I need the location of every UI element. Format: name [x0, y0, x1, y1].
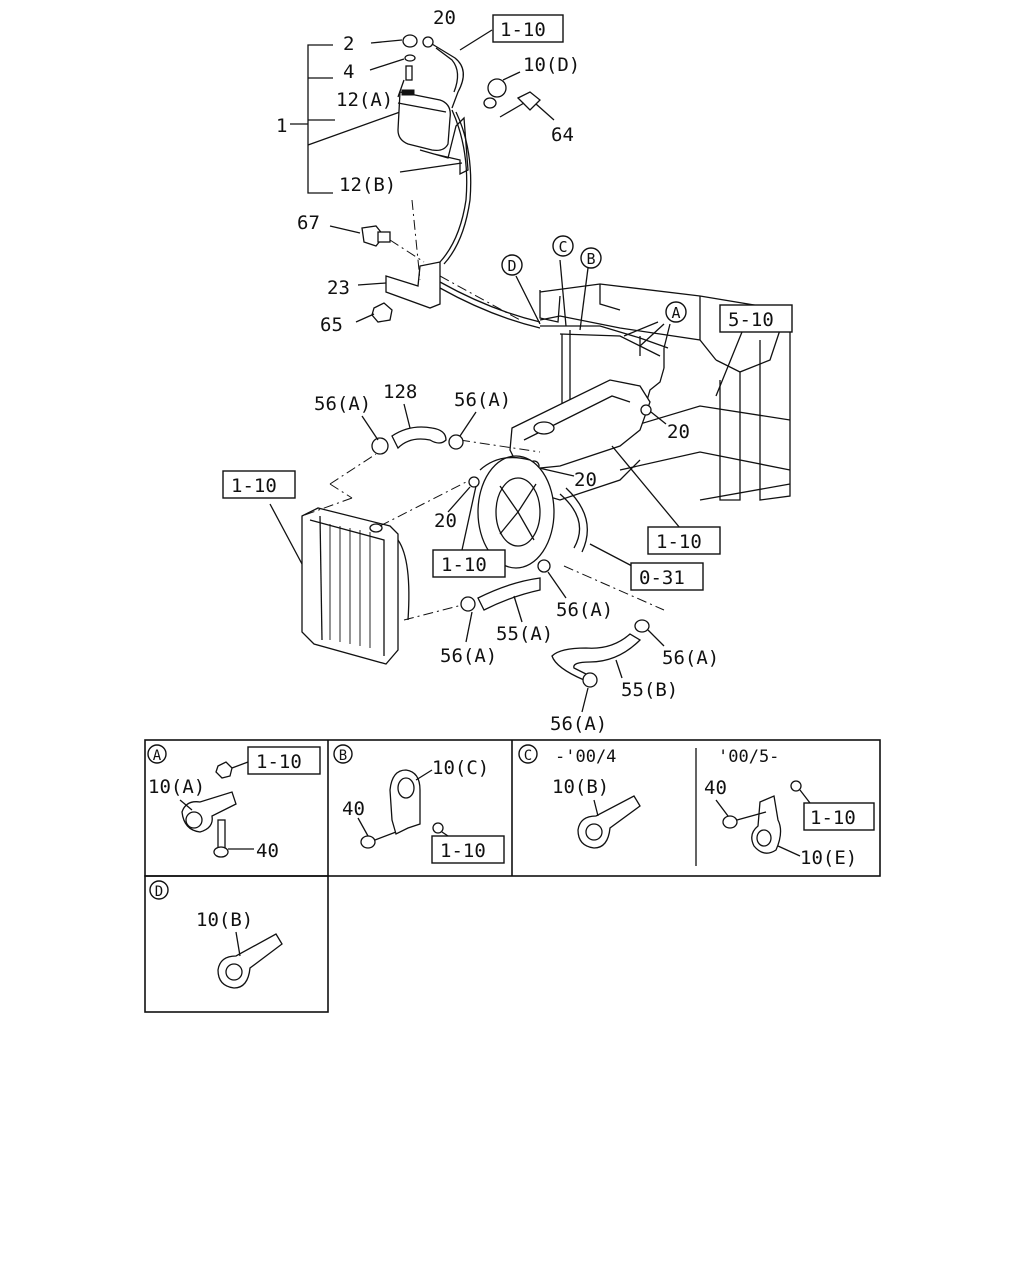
- label-56a-2: 56(A): [454, 389, 511, 411]
- label-56a-1: 56(A): [314, 393, 371, 415]
- callout-labels: 20 1-10 2 4 12(A) 1 10(D) 64 12(B) 67 23…: [222, 7, 793, 735]
- label-23: 23: [327, 277, 350, 299]
- label-ref-1-10-right: 1-10: [656, 531, 702, 553]
- label-56a-4: 56(A): [440, 645, 497, 667]
- label-circle-c: C: [558, 238, 567, 256]
- label-12a: 12(A): [336, 89, 393, 111]
- callout-leaders: [515, 259, 743, 397]
- detail-c-range-early: -'00/4: [555, 747, 616, 767]
- label-65: 65: [320, 314, 343, 336]
- circle-b: [580, 247, 602, 269]
- label-20-mid: 20: [574, 469, 597, 491]
- detail-d: D 10(B): [149, 880, 283, 989]
- label-ref-1-10-left: 1-10: [231, 475, 277, 497]
- detail-c-clip-early-label: 10(B): [552, 776, 609, 798]
- label-circle-b: B: [586, 250, 595, 268]
- ref-box-1-10-fan: [432, 549, 506, 578]
- label-67: 67: [297, 212, 320, 234]
- label-56a-6: 56(A): [550, 713, 607, 735]
- label-10d: 10(D): [523, 54, 580, 76]
- label-128: 128: [383, 381, 417, 403]
- label-56a-3: 56(A): [556, 599, 613, 621]
- label-12b: 12(B): [339, 174, 396, 196]
- ref-box-5-10: [719, 304, 793, 333]
- frame-and-engine-group: [509, 283, 791, 529]
- detail-c-bolt-label: 40: [704, 777, 727, 799]
- label-ref-5-10: 5-10: [728, 309, 774, 331]
- label-circle-a: A: [671, 304, 680, 322]
- detail-b-clip-label: 10(C): [432, 757, 489, 779]
- detail-a: A 10(A) 1-10 40: [147, 744, 321, 862]
- radiator-fan-hoses-group: [269, 403, 665, 713]
- label-1: 1: [276, 115, 287, 137]
- detail-d-frame: [144, 875, 329, 1013]
- label-64: 64: [551, 124, 574, 146]
- detail-b-bolt-label: 40: [342, 798, 365, 820]
- circle-c: [552, 235, 574, 257]
- ref-box-1-10-right: [647, 526, 721, 555]
- label-ref-1-10-top: 1-10: [500, 19, 546, 41]
- ref-box-0-31: [630, 562, 704, 591]
- detail-a-ref-label: 1-10: [256, 751, 302, 773]
- detail-a-letter: A: [153, 748, 162, 764]
- label-circle-d: D: [507, 257, 516, 275]
- ref-box-1-10-top: [492, 14, 564, 43]
- detail-c-ref-label: 1-10: [810, 807, 856, 829]
- detail-b-letter: B: [339, 748, 347, 764]
- label-20-top: 20: [433, 7, 456, 29]
- detail-panels: A 10(A) 1-10 40 B 10(C) 40 1-10: [144, 739, 881, 1013]
- label-20-right: 20: [667, 421, 690, 443]
- label-55b: 55(B): [621, 679, 678, 701]
- detail-c-letter: C: [524, 748, 532, 764]
- label-2: 2: [343, 33, 354, 55]
- detail-b: B 10(C) 40 1-10: [333, 744, 505, 864]
- detail-d-clip-label: 10(B): [196, 909, 253, 931]
- detail-a-clip-label: 10(A): [148, 776, 205, 798]
- detail-b-ref-label: 1-10: [440, 840, 486, 862]
- circle-d: [501, 254, 523, 276]
- label-4: 4: [343, 61, 354, 83]
- label-55a: 55(A): [496, 623, 553, 645]
- label-20-fan: 20: [434, 510, 457, 532]
- detail-c: C -'00/4 10(B) '00/5- 40 1-10 10(E): [518, 744, 875, 869]
- circle-a: [665, 301, 687, 323]
- label-ref-0-31: 0-31: [639, 567, 685, 589]
- detail-d-letter: D: [155, 884, 163, 900]
- detail-c-clip-late-label: 10(E): [800, 847, 857, 869]
- detail-c-range-late: '00/5-: [718, 747, 779, 767]
- label-56a-5: 56(A): [662, 647, 719, 669]
- label-ref-1-10-fan: 1-10: [441, 554, 487, 576]
- ref-box-1-10-left: [222, 470, 296, 499]
- detail-a-bolt-label: 40: [256, 840, 279, 862]
- reservoir-tank-group: [290, 29, 555, 329]
